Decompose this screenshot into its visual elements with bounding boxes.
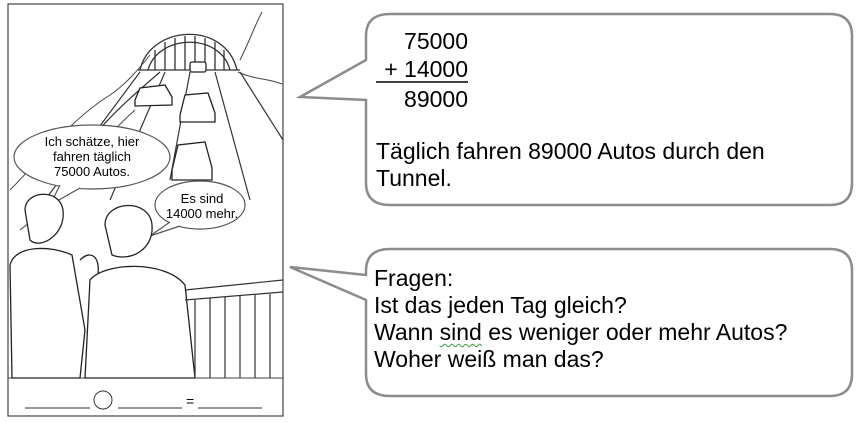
question-3: Woher weiß man das? (374, 346, 604, 372)
result-sentence-line: Tunnel. (376, 165, 452, 191)
equation-footer (25, 390, 262, 410)
result-sentence: Täglich fahren 89000 Autos durch den Tun… (376, 138, 836, 192)
equation-operator: = (186, 393, 195, 409)
speech-left: Ich schätze, hier fahren täglich 75000 A… (22, 134, 162, 179)
question-2-part: es weniger oder mehr Autos? (481, 319, 788, 345)
questions-bubble-shape (289, 247, 854, 398)
cars (134, 61, 216, 181)
speech-right-line: Es sind (180, 191, 224, 206)
addend-1: 75000 (404, 28, 468, 54)
tunnel (138, 33, 240, 71)
question-1: Ist das jeden Tag gleich? (374, 292, 627, 318)
speech-right-line: 14000 mehr. (165, 206, 239, 221)
speech-left-line: fahren täglich (52, 149, 132, 164)
people (9, 193, 196, 379)
result-sentence-line: Täglich fahren 89000 Autos durch den (376, 138, 765, 164)
questions-heading: Fragen: (374, 265, 454, 291)
railing (184, 279, 284, 378)
questions-list: Fragen: Ist das jeden Tag gleich? Wann s… (374, 265, 844, 373)
speech-left-line: 75000 Autos. (54, 164, 130, 179)
addend-2: + 14000 (384, 56, 468, 82)
calculation-bubble-shape (295, 12, 854, 207)
speech-left-line: Ich schätze, hier (44, 134, 140, 149)
question-2: Wann sind es weniger oder mehr Autos? (374, 319, 844, 346)
speech-right: Es sind 14000 mehr. (160, 191, 244, 221)
comic-frame (7, 3, 284, 417)
question-2-part: Wann (374, 319, 440, 345)
sum: 89000 (404, 86, 468, 112)
spellcheck-marked-word[interactable]: sind (439, 319, 482, 345)
